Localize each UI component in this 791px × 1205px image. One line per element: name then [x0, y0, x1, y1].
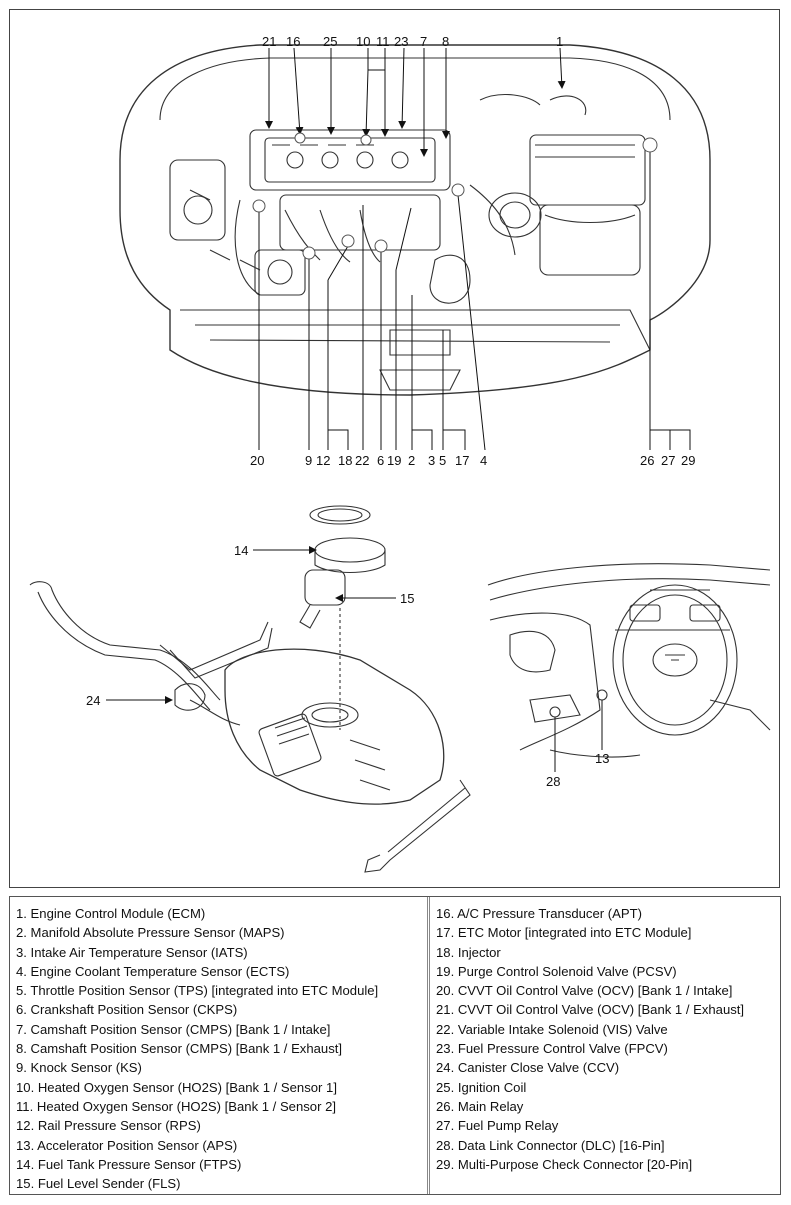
callout-23: 23: [394, 34, 408, 49]
legend-item: 18. Injector: [436, 944, 501, 960]
component-diagram-svg: 21 16 25 10 11 23 7 8 1 20 9 12 18 22 6 …: [29, 34, 771, 873]
callout-15: 15: [400, 591, 414, 606]
callout-7: 7: [420, 34, 427, 49]
legend-item: 6. Crankshaft Position Sensor (CKPS): [16, 1002, 238, 1018]
legend-item: 25. Ignition Coil: [436, 1079, 527, 1095]
legend-item: 22. Variable Intake Solenoid (VIS) Valve: [436, 1021, 668, 1037]
fuel-tank-illustration: [29, 505, 471, 873]
callout-25: 25: [323, 34, 337, 49]
legend-item: 24. Canister Close Valve (CCV): [436, 1060, 620, 1076]
callout-22: 22: [355, 453, 369, 468]
engine-bay-illustration: [119, 44, 711, 396]
callout-28: 28: [546, 774, 560, 789]
callout-17: 17: [455, 453, 469, 468]
callout-18: 18: [338, 453, 352, 468]
callout-8: 8: [442, 34, 449, 49]
fuel-tank-callout-labels: 14 15 24: [86, 543, 414, 708]
callout-2: 2: [408, 453, 415, 468]
legend-item: 12. Rail Pressure Sensor (RPS): [16, 1118, 201, 1134]
callout-19: 19: [387, 453, 401, 468]
callout-29: 29: [681, 453, 695, 468]
legend-item: 2. Manifold Absolute Pressure Sensor (MA…: [16, 925, 285, 941]
callout-20: 20: [250, 453, 264, 468]
callout-27: 27: [661, 453, 675, 468]
engine-leader-lines: [258, 47, 691, 451]
callout-4: 4: [480, 453, 487, 468]
legend-item: 3. Intake Air Temperature Sensor (IATS): [16, 944, 248, 960]
component-location-figure: 21 16 25 10 11 23 7 8 1 20 9 12 18 22 6 …: [9, 9, 780, 888]
legend-item: 9. Knock Sensor (KS): [16, 1060, 142, 1076]
callout-16: 16: [286, 34, 300, 49]
legend-item: 13. Accelerator Position Sensor (APS): [16, 1137, 238, 1153]
fuel-tank-leader-lines: [106, 546, 396, 704]
callout-10: 10: [356, 34, 370, 49]
callout-12: 12: [316, 453, 330, 468]
dashboard-illustration: [487, 563, 771, 758]
legend-item: 5. Throttle Position Sensor (TPS) [integ…: [16, 983, 379, 999]
callout-5: 5: [439, 453, 446, 468]
callout-3: 3: [428, 453, 435, 468]
legend-item: 4. Engine Coolant Temperature Sensor (EC…: [16, 963, 290, 979]
legend-item: 7. Camshaft Position Sensor (CMPS) [Bank…: [16, 1021, 331, 1037]
callout-6: 6: [377, 453, 384, 468]
legend-item: 17. ETC Motor [integrated into ETC Modul…: [436, 925, 692, 941]
callout-1: 1: [556, 34, 563, 49]
engine-sensor-markers: [252, 132, 658, 260]
legend-column-right: 16. A/C Pressure Transducer (APT) 17. ET…: [427, 897, 780, 1194]
legend-item: 27. Fuel Pump Relay: [436, 1118, 559, 1134]
callout-9: 9: [305, 453, 312, 468]
legend-item: 20. CVVT Oil Control Valve (OCV) [Bank 1…: [436, 983, 733, 999]
legend-item: 16. A/C Pressure Transducer (APT): [436, 906, 642, 921]
legend-item: 28. Data Link Connector (DLC) [16-Pin]: [436, 1137, 665, 1153]
engine-callout-labels: 21 16 25 10 11 23 7 8 1 20 9 12 18 22 6 …: [250, 34, 695, 468]
legend-item: 8. Camshaft Position Sensor (CMPS) [Bank…: [16, 1041, 343, 1057]
callout-26: 26: [640, 453, 654, 468]
legend-column-left: 1. Engine Control Module (ECM) 2. Manifo…: [10, 897, 427, 1194]
callout-24: 24: [86, 693, 100, 708]
legend-item: 23. Fuel Pressure Control Valve (FPCV): [436, 1041, 668, 1057]
legend-item: 26. Main Relay: [436, 1098, 524, 1114]
legend-item: 10. Heated Oxygen Sensor (HO2S) [Bank 1 …: [16, 1079, 337, 1095]
legend-item: 29. Multi-Purpose Check Connector [20-Pi…: [436, 1156, 693, 1172]
callout-21: 21: [262, 34, 276, 49]
legend-item: 15. Fuel Level Sender (FLS): [16, 1176, 181, 1192]
callout-13: 13: [595, 751, 609, 766]
component-legend: 1. Engine Control Module (ECM) 2. Manifo…: [9, 896, 781, 1195]
legend-item: 19. Purge Control Solenoid Valve (PCSV): [436, 963, 677, 979]
legend-item: 1. Engine Control Module (ECM): [16, 906, 206, 921]
legend-item: 14. Fuel Tank Pressure Sensor (FTPS): [16, 1156, 242, 1172]
callout-14: 14: [234, 543, 248, 558]
legend-item: 11. Heated Oxygen Sensor (HO2S) [Bank 1 …: [16, 1098, 336, 1114]
dashboard-leader-lines: [554, 700, 603, 772]
callout-11: 11: [376, 34, 390, 49]
dashboard-callout-labels: 13 28: [546, 751, 609, 789]
legend-item: 21. CVVT Oil Control Valve (OCV) [Bank 1…: [436, 1002, 745, 1018]
